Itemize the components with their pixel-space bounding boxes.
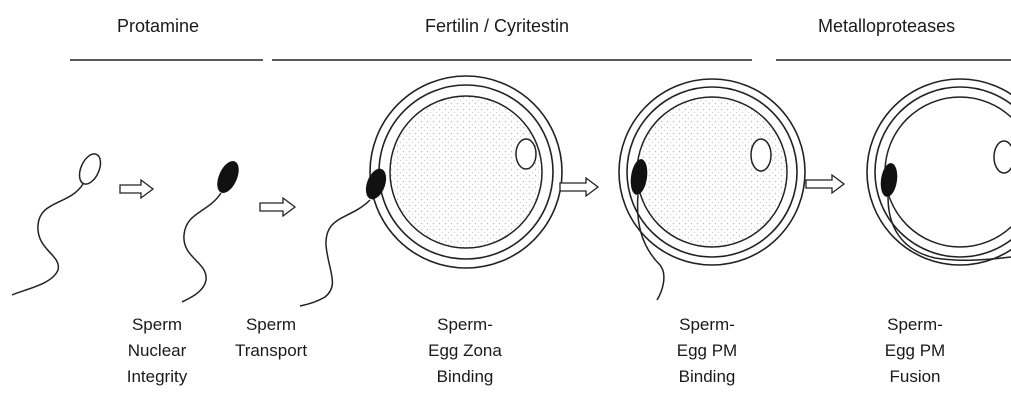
egg-stage-3 xyxy=(300,76,562,306)
caption-sperm-egg-pm-binding: Sperm- Egg PM Binding xyxy=(657,312,757,390)
arrow-icon xyxy=(260,198,295,216)
arrow-icon xyxy=(806,175,844,193)
caption-sperm-transport: Sperm Transport xyxy=(226,312,316,364)
sperm-stage-1 xyxy=(12,151,105,295)
arrow-icon xyxy=(560,178,598,196)
caption-sperm-egg-pm-fusion: Sperm- Egg PM Fusion xyxy=(865,312,965,390)
sperm-stage-2 xyxy=(182,158,243,302)
caption-sperm-nuclear-integrity: Sperm Nuclear Integrity xyxy=(112,312,202,390)
arrow-icon xyxy=(120,180,153,198)
caption-sperm-egg-zona-binding: Sperm- Egg Zona Binding xyxy=(415,312,515,390)
egg-stage-5 xyxy=(867,79,1011,265)
egg-stage-4 xyxy=(619,79,805,300)
